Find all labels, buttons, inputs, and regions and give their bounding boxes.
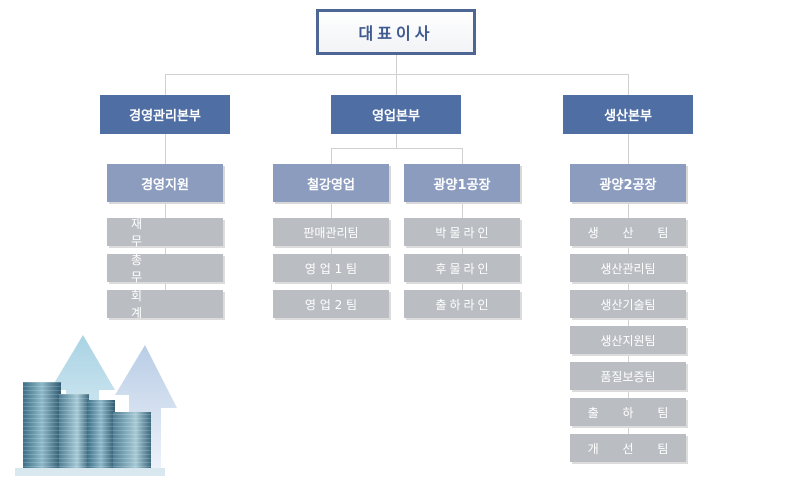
ceo-box: 대표이사 (316, 9, 476, 55)
connector-to-management (165, 74, 166, 95)
team-gwangyang2-2: 생산관리팀 (570, 254, 686, 282)
team-gwangyang2-5: 품질보증팀 (570, 362, 686, 390)
team-steel-2: 영 업 1 팀 (273, 254, 389, 282)
sub-gwangyang2: 광양2공장 (570, 164, 686, 202)
team-support-3: 회 계 (107, 289, 223, 320)
connector-to-gwangyang1 (462, 148, 463, 164)
division-management: 경영관리본부 (100, 95, 230, 134)
team-steel-3: 영 업 2 팀 (273, 290, 389, 318)
connector-steel-teams (331, 202, 332, 302)
team-gwangyang1-2: 후물라인 (404, 254, 520, 282)
team-gwangyang2-3: 생산기술팀 (570, 290, 686, 318)
team-gwangyang2-1: 생 산 팀 (570, 218, 686, 246)
connector-gwangyang2-teams (628, 202, 629, 447)
connector-to-sales (396, 74, 397, 95)
connector-production-sub (628, 133, 629, 164)
team-gwangyang1-1: 박물라인 (404, 218, 520, 246)
team-gwangyang2-4: 생산지원팀 (570, 326, 686, 354)
building-skyline-illustration (15, 335, 177, 476)
team-support-2: 총 무 (107, 253, 223, 284)
team-gwangyang1-3: 출하라인 (404, 290, 520, 318)
connector-ceo-down (396, 55, 397, 75)
connector-management-sub (165, 133, 166, 164)
team-steel-1: 판매관리팀 (273, 218, 389, 246)
connector-gwangyang1-teams (462, 202, 463, 302)
connector-sales-down (396, 133, 397, 149)
connector-support-teams (165, 202, 166, 302)
team-gwangyang2-7: 개 선 팀 (570, 434, 686, 462)
division-sales: 영업본부 (331, 95, 461, 134)
connector-sales-bus (331, 148, 463, 149)
sub-gwangyang1: 광양1공장 (404, 164, 520, 202)
division-production: 생산본부 (563, 95, 693, 134)
connector-to-production (628, 74, 629, 95)
team-gwangyang2-6: 출 하 팀 (570, 398, 686, 426)
sub-support: 경영지원 (107, 164, 223, 202)
team-support-1: 재 무 (107, 217, 223, 248)
connector-to-steel (331, 148, 332, 164)
sub-steel-sales: 철강영업 (273, 164, 389, 202)
